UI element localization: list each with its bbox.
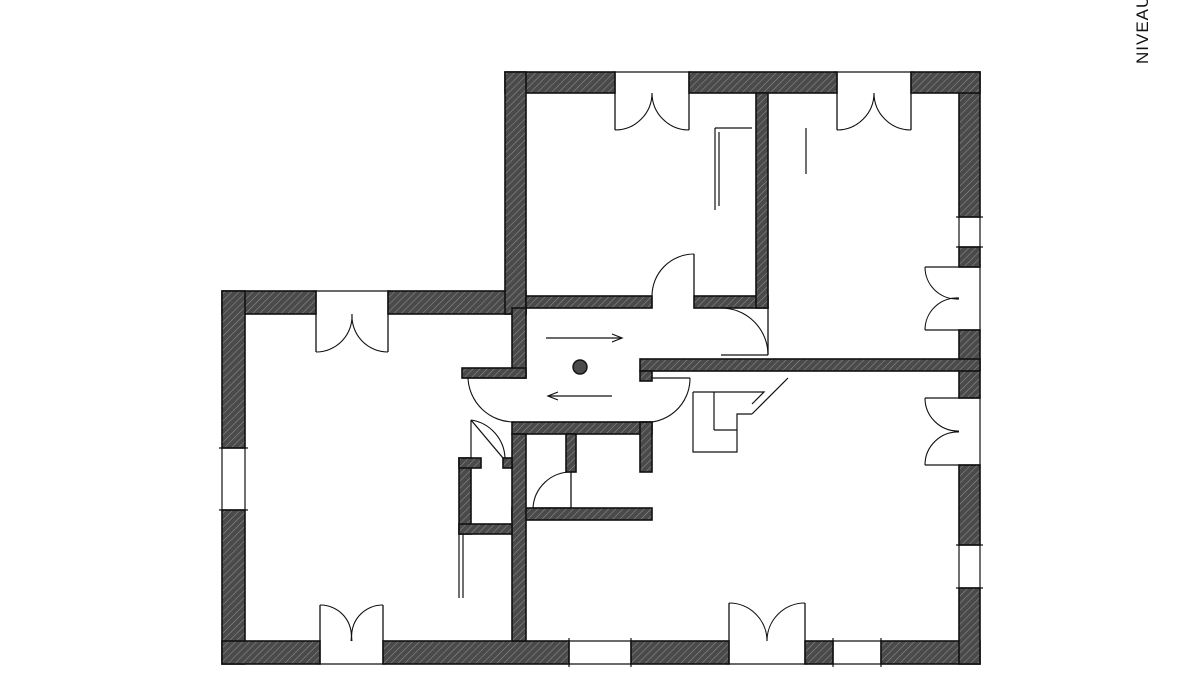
wall-wc-right [639,421,653,473]
wardrobe-room1 [714,127,752,210]
stair-outline [692,377,789,453]
french-door-top-1 [612,71,692,131]
wall-right-2 [958,246,981,268]
closet-line [458,534,464,598]
french-door-left-wing-top [313,290,391,353]
fixtures [458,127,807,598]
door-cupboard [470,419,506,459]
door-hall-left [462,377,515,423]
wall-cupboard-right [502,457,513,469]
level-label: NIVEAU [1133,0,1152,64]
door-corridor [639,377,691,423]
wall-bottom-b [382,640,570,665]
french-door-bottom-left [317,604,386,665]
column-marker [572,359,588,375]
window-right-2 [956,544,983,589]
window-left [219,447,248,511]
interior-walls [458,92,981,642]
wall-corridor [639,358,981,372]
arrow-left [546,391,612,401]
door-room1 [651,253,695,308]
wall-cupboard [458,457,472,535]
door-room2 [720,307,769,356]
wall-wc-top [511,421,653,435]
double-doors [313,71,981,665]
french-door-right-lower [924,395,981,468]
circulation-arrows [546,333,624,401]
french-door-bottom-middle [726,602,808,665]
wall-corridor-end [639,370,653,382]
wall-wc-bottom [511,507,653,521]
wall-right-5 [958,587,981,665]
wall-right-4 [958,464,981,546]
wall-bottom-a [221,640,321,665]
wall-bottom-c [630,640,730,665]
wall-hall-stub [461,367,527,379]
wall-room1-right [755,92,769,309]
french-door-top-2 [834,71,914,131]
window-bottom-2 [832,638,882,667]
wall-north-left [504,71,527,315]
single-doors [462,253,769,509]
wall-left-outer-upper [221,290,246,449]
arrow-right [546,333,624,343]
wall-room1-bottom [525,295,653,309]
wall-cupboard-bottom [458,523,513,535]
wall-top-c [910,71,981,94]
french-door-right-upper [924,264,981,333]
wall-hall-left-lower [511,433,527,642]
windows [219,216,983,667]
door-wc [532,471,572,509]
window-right-1 [956,216,983,248]
wall-top-b [688,71,838,94]
wall-wc-mid [565,433,577,473]
window-bottom-1 [568,638,632,667]
wall-bottom-d [804,640,834,665]
wall-cupboard-top [458,457,482,469]
